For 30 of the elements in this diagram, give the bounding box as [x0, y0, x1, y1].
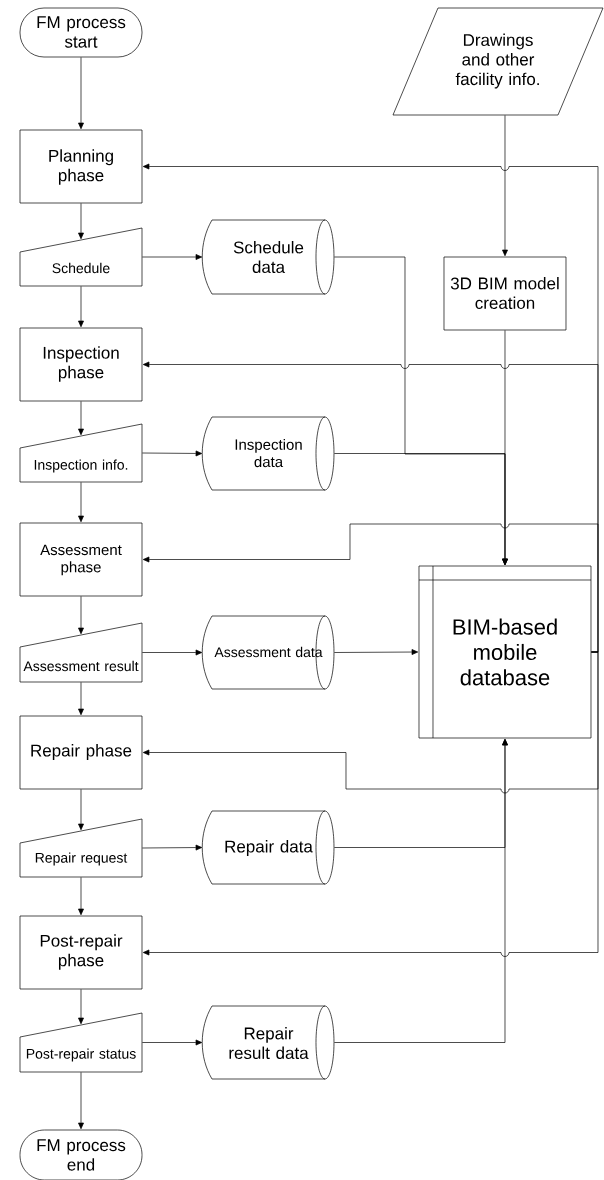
arrow	[142, 651, 599, 957]
data-parallelogram: Drawings and other facility info.	[392, 7, 604, 116]
process-box: Post-repair phase	[19, 915, 143, 990]
arrow	[334, 738, 508, 1043]
arrow	[142, 523, 599, 653]
arrow	[142, 254, 203, 260]
arrow	[78, 989, 84, 1025]
arrow	[78, 203, 84, 240]
arrow	[78, 401, 84, 436]
process-box: Inspection phase	[19, 327, 143, 402]
arrow	[334, 453, 508, 566]
arrow	[78, 57, 84, 130]
database-box: BIM-based mobile database	[418, 565, 592, 739]
arrow	[78, 482, 84, 523]
arrow	[142, 844, 203, 851]
arrow	[334, 649, 419, 655]
arrow	[78, 877, 84, 916]
arrow	[142, 649, 203, 656]
arrow	[78, 596, 84, 635]
arrow	[78, 789, 84, 831]
process-box: Assessment phase	[19, 522, 143, 597]
arrow	[78, 286, 84, 328]
arrow	[78, 682, 84, 716]
process-box: Repair phase	[19, 715, 143, 790]
process-box: Planning phase	[19, 129, 143, 204]
arrow	[502, 115, 508, 257]
arrow	[78, 1072, 84, 1130]
arrow	[142, 450, 203, 457]
arrow	[142, 1039, 203, 1046]
process-box: 3D BIM model creation	[443, 256, 567, 331]
